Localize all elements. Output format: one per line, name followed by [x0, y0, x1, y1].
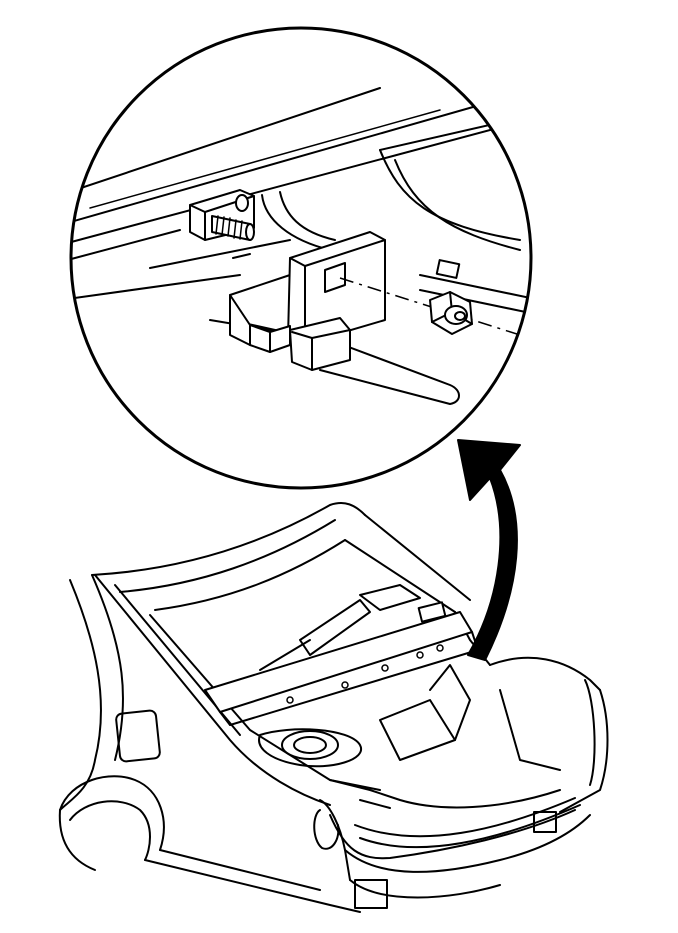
detail-circle	[69, 26, 533, 490]
car-rear-body-icon	[58, 502, 609, 913]
rear-sill	[313, 797, 591, 909]
threaded-stud	[189, 189, 336, 251]
trunk-lid-striker-bracket	[359, 584, 447, 623]
rear-panel-rails	[71, 87, 531, 405]
curved-arrow-icon	[457, 439, 521, 661]
rear-cross-member	[204, 599, 479, 726]
hex-nut-icon	[429, 291, 473, 335]
stud-icon	[211, 215, 255, 241]
striker-bracket-icon	[229, 231, 386, 371]
